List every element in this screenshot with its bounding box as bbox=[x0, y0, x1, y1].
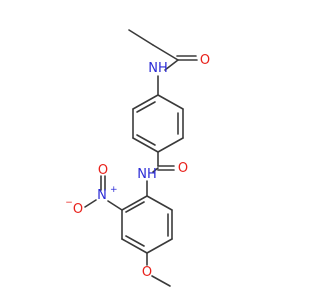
amide-nh-label-top: NH bbox=[148, 61, 168, 76]
nitro-oxygen-label: O bbox=[98, 163, 108, 178]
structure-canvas: NH O O NH N + O − O O bbox=[65, 29, 210, 287]
carbonyl-oxygen-label-top: O bbox=[200, 53, 210, 68]
bond-lines bbox=[84, 29, 198, 287]
carbonyl-oxygen-label-mid: O bbox=[178, 161, 188, 176]
molecule-structure: NH O O NH N + O − O O bbox=[65, 29, 210, 287]
nitro-oxygen-anion-label: O bbox=[73, 202, 83, 217]
atom-labels: NH O O NH N + O − O O bbox=[65, 53, 210, 280]
nitro-oxygen-negative-charge: − bbox=[65, 198, 73, 208]
nitro-nitrogen-positive-charge: + bbox=[110, 185, 118, 195]
nitro-nitrogen-label: N bbox=[97, 188, 107, 203]
amide-nh-label-mid: NH bbox=[137, 167, 157, 182]
methoxy-oxygen-label: O bbox=[142, 265, 152, 280]
